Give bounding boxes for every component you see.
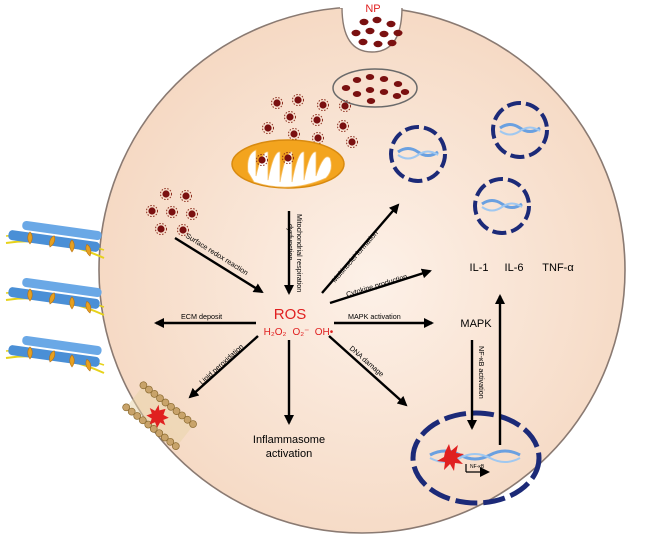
nfkb-gene-label: NF-κB — [470, 464, 485, 470]
np-cluster — [351, 16, 403, 48]
il1-label: IL-1 — [470, 262, 489, 274]
arrow-lipid — [188, 335, 259, 399]
arrow-cytokine — [329, 268, 432, 305]
collagen-fiber-3 — [5, 335, 105, 374]
label-mito-line1: Mitochondrial respiration — [295, 214, 304, 292]
arrow-surface-redox — [174, 236, 264, 294]
o2-label: O₂⁻ — [293, 327, 310, 338]
nucleus-1 — [389, 125, 447, 183]
mapk-label: MAPK — [460, 318, 492, 330]
lipid-membrane — [122, 381, 197, 450]
arrows — [154, 203, 505, 445]
nucleus-damaged — [410, 410, 542, 506]
inflammasome-label-2: activation — [266, 448, 312, 460]
label-mapk-activation: MAPK activation — [348, 312, 401, 321]
label-nfkb-activation: NF-κB activation — [477, 346, 486, 399]
endosome — [332, 68, 418, 108]
label-mito-line2: dysfunction — [286, 224, 295, 260]
arrow-dna-damage — [328, 335, 408, 407]
nucleus-3 — [473, 177, 531, 235]
h2o2-label: H₂O₂ — [264, 327, 287, 338]
tnf-label: TNF-α — [542, 262, 574, 274]
mitochondrion — [231, 139, 345, 189]
ros-label: ROS — [274, 306, 307, 323]
arrow-multinuclei — [321, 203, 400, 294]
collagen-fiber-1 — [5, 220, 105, 259]
inflammasome-label-1: Inflammasome — [253, 434, 325, 446]
label-ecm: ECM deposit — [181, 312, 222, 321]
nucleus-2 — [491, 101, 549, 159]
collagen-fiber-2 — [5, 277, 105, 316]
np-label: NP — [365, 3, 380, 15]
il6-label: IL-6 — [505, 262, 524, 274]
oh-label: OH• — [315, 327, 334, 338]
